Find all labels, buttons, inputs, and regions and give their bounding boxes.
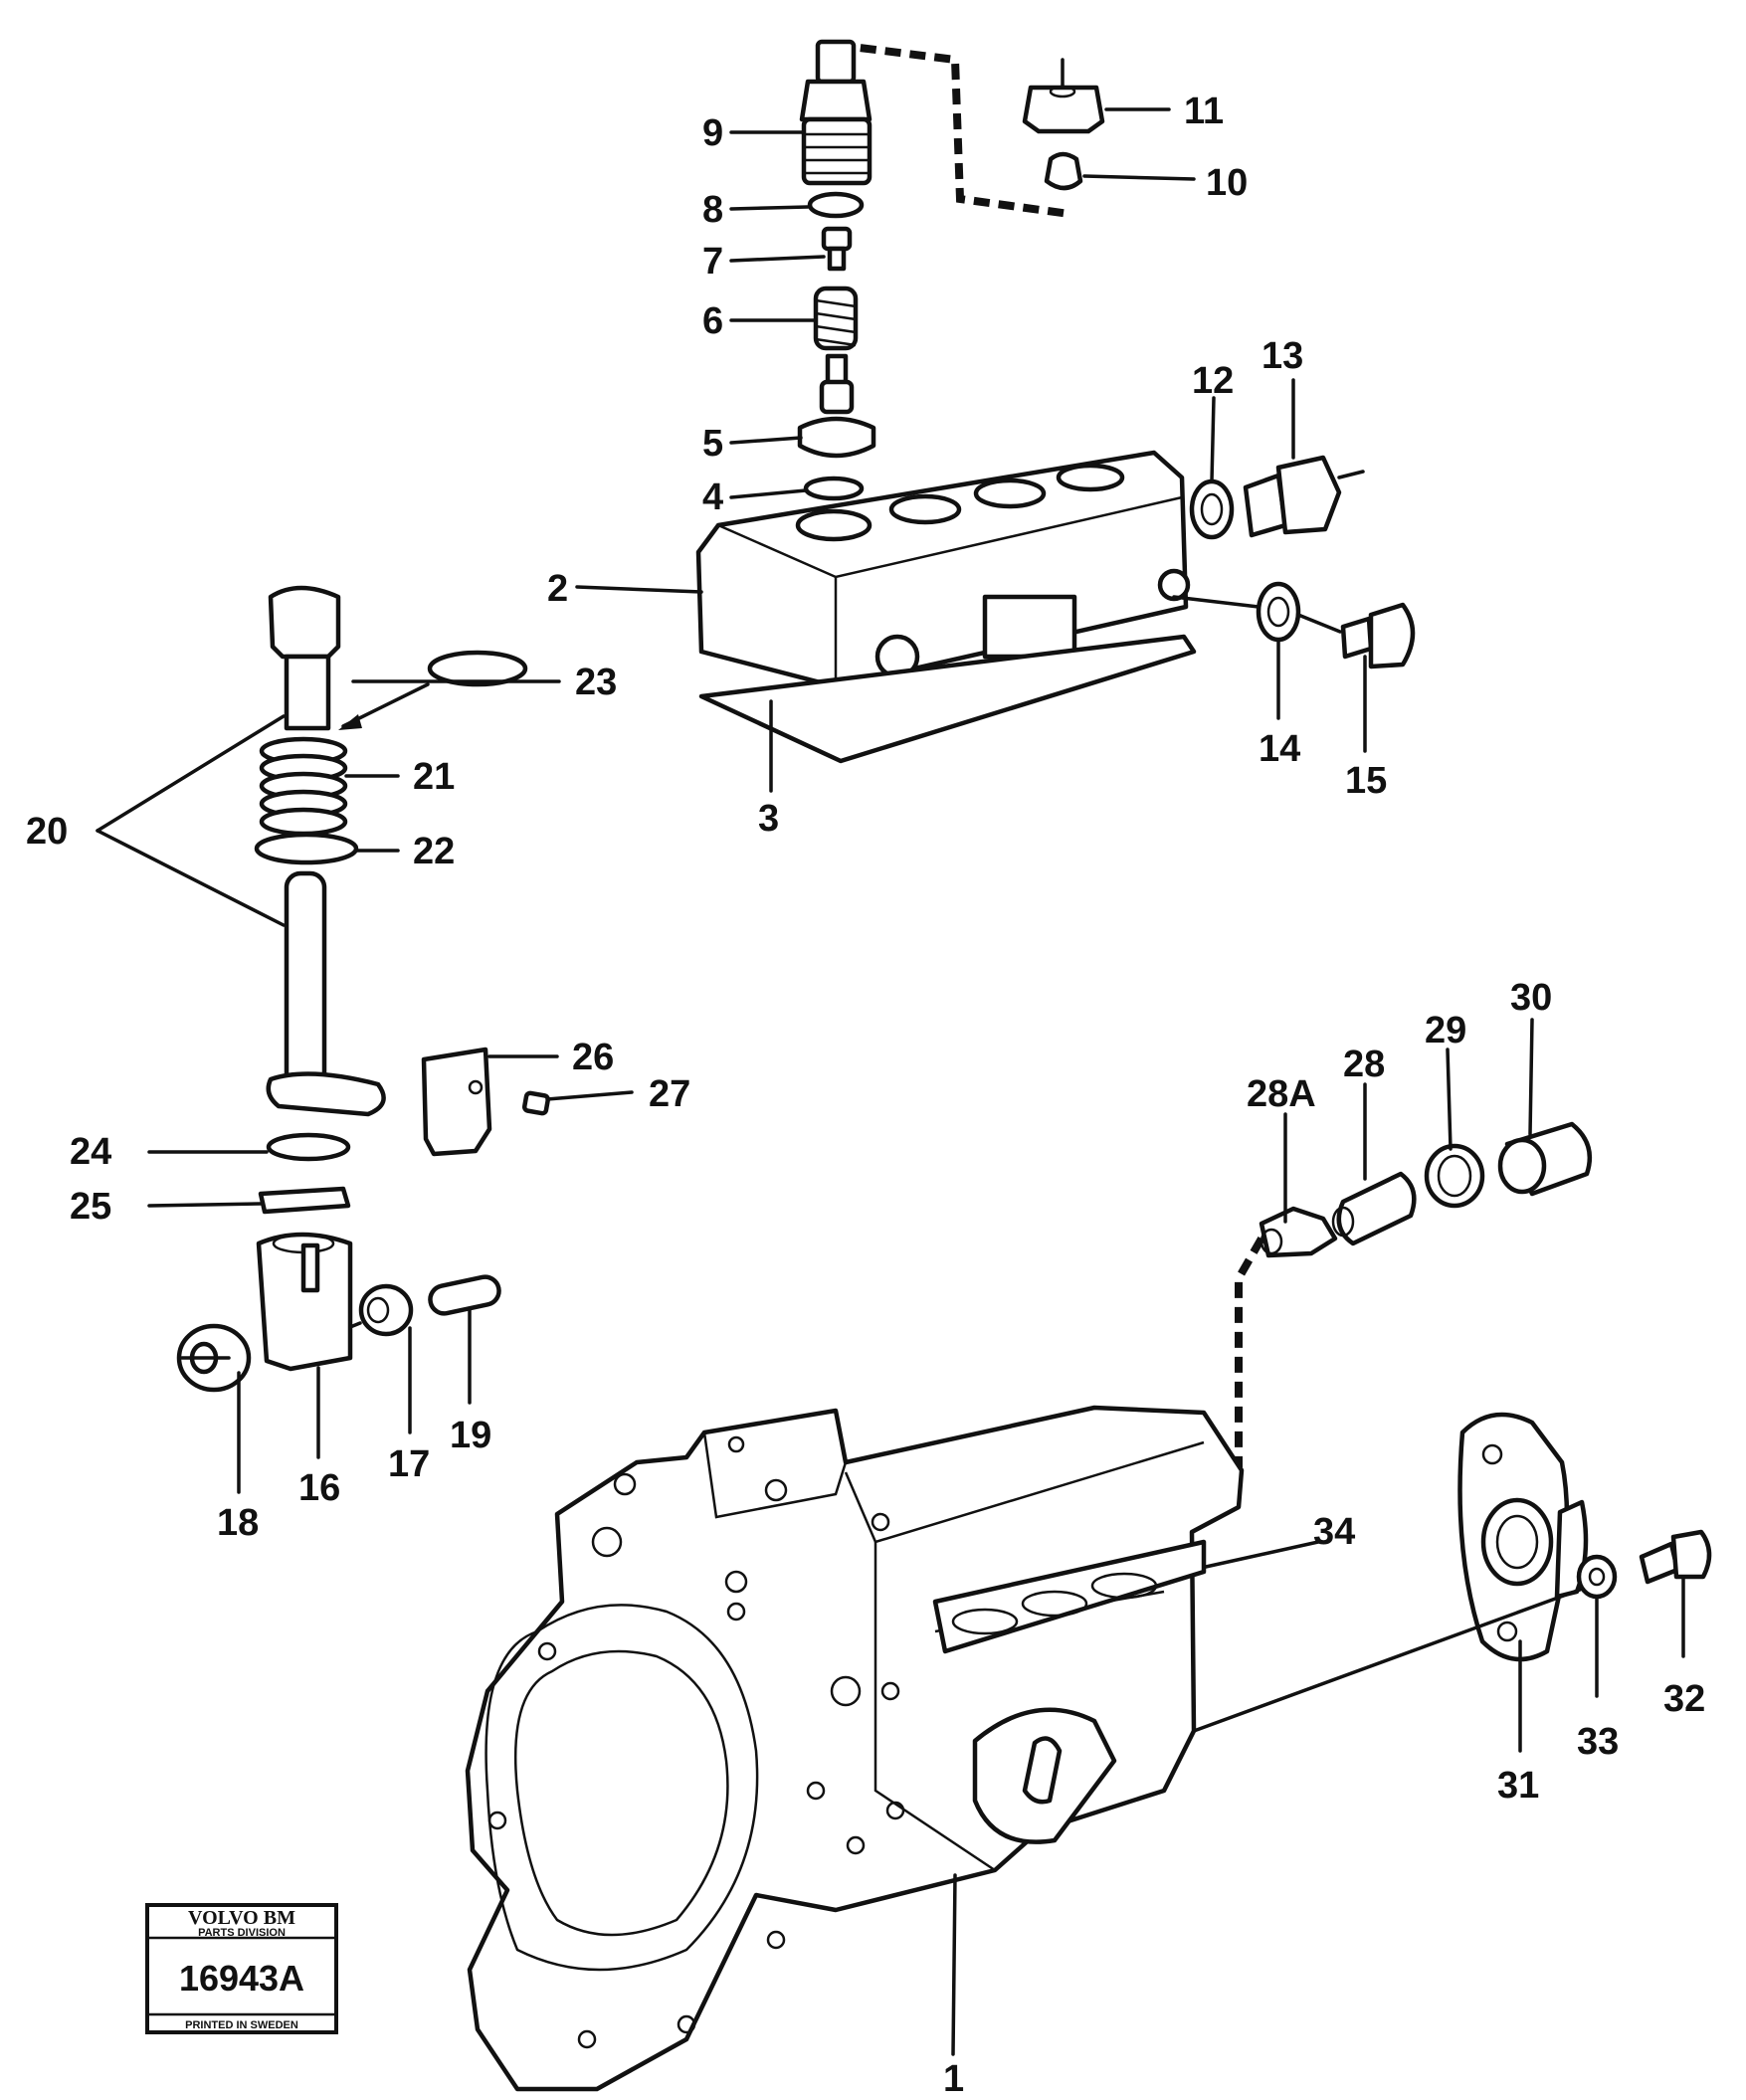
seal-ring-4 [803,476,865,501]
washer-24 [266,1132,351,1162]
sleeve-10 [1044,151,1083,191]
screw-27 [521,1090,551,1116]
callout-19: 19 [450,1415,491,1456]
callout-17: 17 [388,1443,430,1485]
callout-33: 33 [1577,1721,1619,1763]
callout-14: 14 [1259,728,1300,770]
plug-13 [1243,455,1365,538]
volvo-bm-stamp: VOLVO BM PARTS DIVISION 16943A PRINTED I… [145,1903,338,2034]
screw-15 [1340,602,1416,669]
screw-32 [1639,1529,1712,1585]
cover-34 [932,1539,1207,1654]
washer-12 [1189,478,1235,540]
stamp-number: 16943A [179,1958,304,1999]
callout-11: 11 [1184,91,1224,132]
delivery-valve-holder-9 [799,39,873,186]
callout-4: 4 [702,477,723,518]
callout-8: 8 [702,189,723,231]
seal-29 [1424,1143,1485,1209]
nut-30 [1497,1121,1593,1197]
valve-spring-6 [813,286,859,351]
callout-34: 34 [1313,1511,1355,1553]
callout-16: 16 [298,1467,340,1509]
upper-spring-seat-20a [268,585,341,731]
bush-17 [348,1283,414,1337]
spring-plate-22 [254,832,359,865]
callout-28a: 28A [1247,1073,1316,1115]
callout-3: 3 [758,798,779,840]
dashed-link-9-10 [835,41,1070,218]
callout-2: 2 [547,568,568,610]
callout-31: 31 [1497,1765,1539,1807]
plunger-20b [266,870,386,1117]
washer-8 [807,191,865,219]
stamp-brand: VOLVO BM [188,1907,295,1929]
roller-18 [176,1323,252,1393]
callout-26: 26 [572,1037,614,1078]
callout-6: 6 [702,300,723,342]
callout-20: 20 [26,811,68,853]
leader-lines [96,107,1685,2056]
callout-9: 9 [702,112,723,154]
callout-10: 10 [1206,162,1248,204]
sleeve-28 [1331,1171,1417,1246]
gasket-3 [698,634,1197,764]
callout-27: 27 [649,1073,690,1115]
callout-15: 15 [1345,760,1387,802]
callout-18: 18 [217,1502,259,1544]
stamp-division: PARTS DIVISION [198,1927,286,1939]
callout-5: 5 [702,423,723,465]
dashed-link-28a-body [1235,1237,1265,1467]
tappet-16 [256,1232,353,1372]
callout-32: 32 [1663,1678,1705,1720]
washer-14 [1256,581,1301,643]
plate-23 [427,650,528,687]
flange-31 [1457,1412,1589,1662]
washer-33 [1576,1554,1618,1600]
nipple-28a [1259,1206,1338,1258]
spring-21 [259,736,348,837]
callout-labels: 1 2 3 4 5 6 7 8 9 10 11 12 13 14 15 16 1… [26,91,1705,2100]
callout-30: 30 [1510,977,1552,1019]
callout-22: 22 [413,831,455,872]
nut-11 [1022,58,1105,134]
callout-24: 24 [70,1131,111,1173]
callout-21: 21 [413,756,455,798]
callout-13: 13 [1261,335,1303,377]
callout-7: 7 [702,241,723,283]
callout-1: 1 [943,2058,964,2100]
washer-25 [258,1186,351,1215]
pump-head-2 [695,450,1191,689]
callout-23: 23 [575,662,617,703]
pump-housing-1 [465,1405,1245,2092]
callout-29: 29 [1425,1010,1466,1051]
delivery-valve-5 [797,353,876,459]
callout-25: 25 [70,1186,111,1228]
callout-12: 12 [1192,360,1234,402]
pin-19 [428,1274,501,1316]
guide-26 [421,1047,492,1157]
stamp-printed: PRINTED IN SWEDEN [185,2019,298,2031]
arrowhead-23 [338,714,362,730]
callout-28: 28 [1343,1044,1385,1085]
valve-stop-7 [821,226,853,272]
